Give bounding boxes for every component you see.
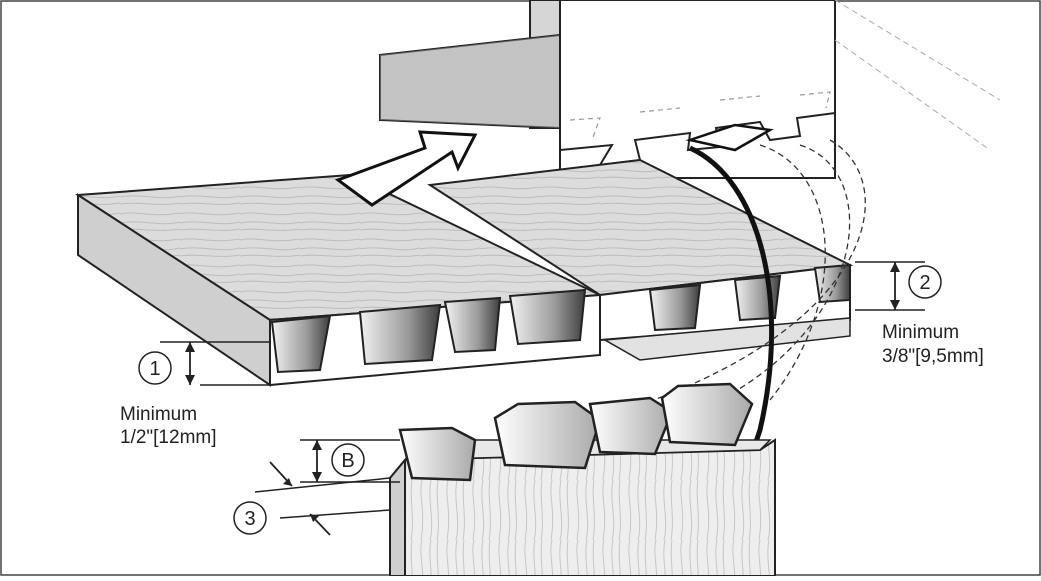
callout-2-circle	[908, 265, 942, 299]
upper-board	[379, 0, 1001, 179]
callout-1-label-line1: Minimum	[120, 404, 197, 425]
callout-1-circle	[138, 351, 172, 385]
right-board	[427, 158, 854, 361]
callout-3-number: 3	[244, 508, 255, 530]
callout-1: 1 Minimum 1/2"[12mm]	[120, 341, 270, 448]
slide-in-arrow	[334, 130, 478, 207]
dashed-path-2	[719, 144, 851, 401]
callout-1-number: 1	[149, 358, 160, 380]
callout-2-label-line1: Minimum	[882, 322, 959, 343]
callout-3-circle	[233, 501, 267, 535]
callout-b-circle	[331, 443, 365, 477]
callout-b: B	[300, 439, 400, 483]
callout-3: 3	[233, 461, 391, 536]
dashed-path-1	[759, 144, 826, 401]
callout-b-letter: B	[341, 450, 354, 472]
callout-1-label-line2: 1/2"[12mm]	[120, 427, 217, 448]
callout-2-number: 2	[919, 272, 930, 294]
rotate-arrow-head	[685, 123, 774, 152]
lower-board	[389, 382, 776, 577]
callout-2-label-line2: 3/8"[9,5mm]	[882, 346, 984, 367]
dashed-path-3	[639, 139, 866, 406]
callout-2: 2 Minimum 3/8"[9,5mm]	[855, 261, 984, 367]
